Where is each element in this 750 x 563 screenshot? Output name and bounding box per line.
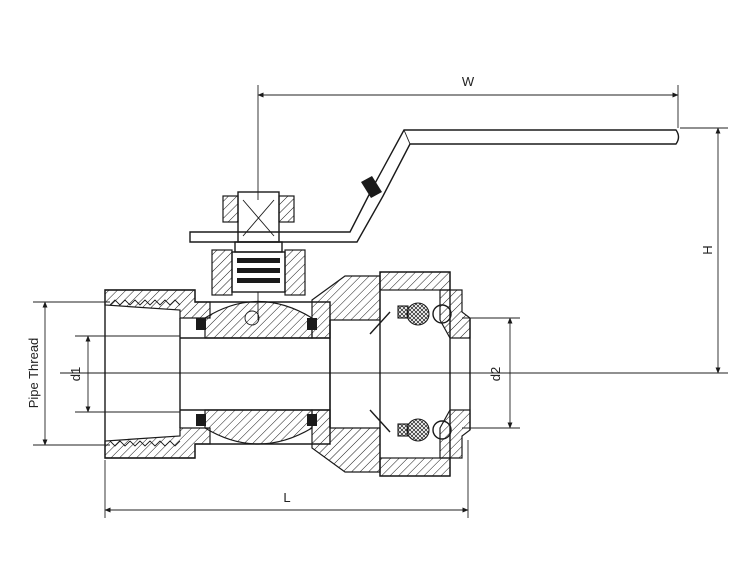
length-label: L [283,490,290,505]
seals [369,302,452,442]
bore [180,337,330,411]
d1-label: d1 [68,367,83,381]
dimension-width: W [257,74,679,200]
stem-nut [222,191,295,253]
dimension-height: H [470,127,728,374]
height-label: H [700,245,715,254]
dimension-length: L [104,440,469,518]
width-label: W [462,74,475,89]
dimension-pipe-thread: Pipe Thread [26,301,110,446]
pipe-thread-label: Pipe Thread [26,338,41,409]
lever-handle [189,129,680,243]
right-body [311,271,471,477]
d2-label: d2 [488,367,503,381]
dimension-d2: d2 [462,317,520,429]
dimension-d1: d1 [68,335,180,413]
